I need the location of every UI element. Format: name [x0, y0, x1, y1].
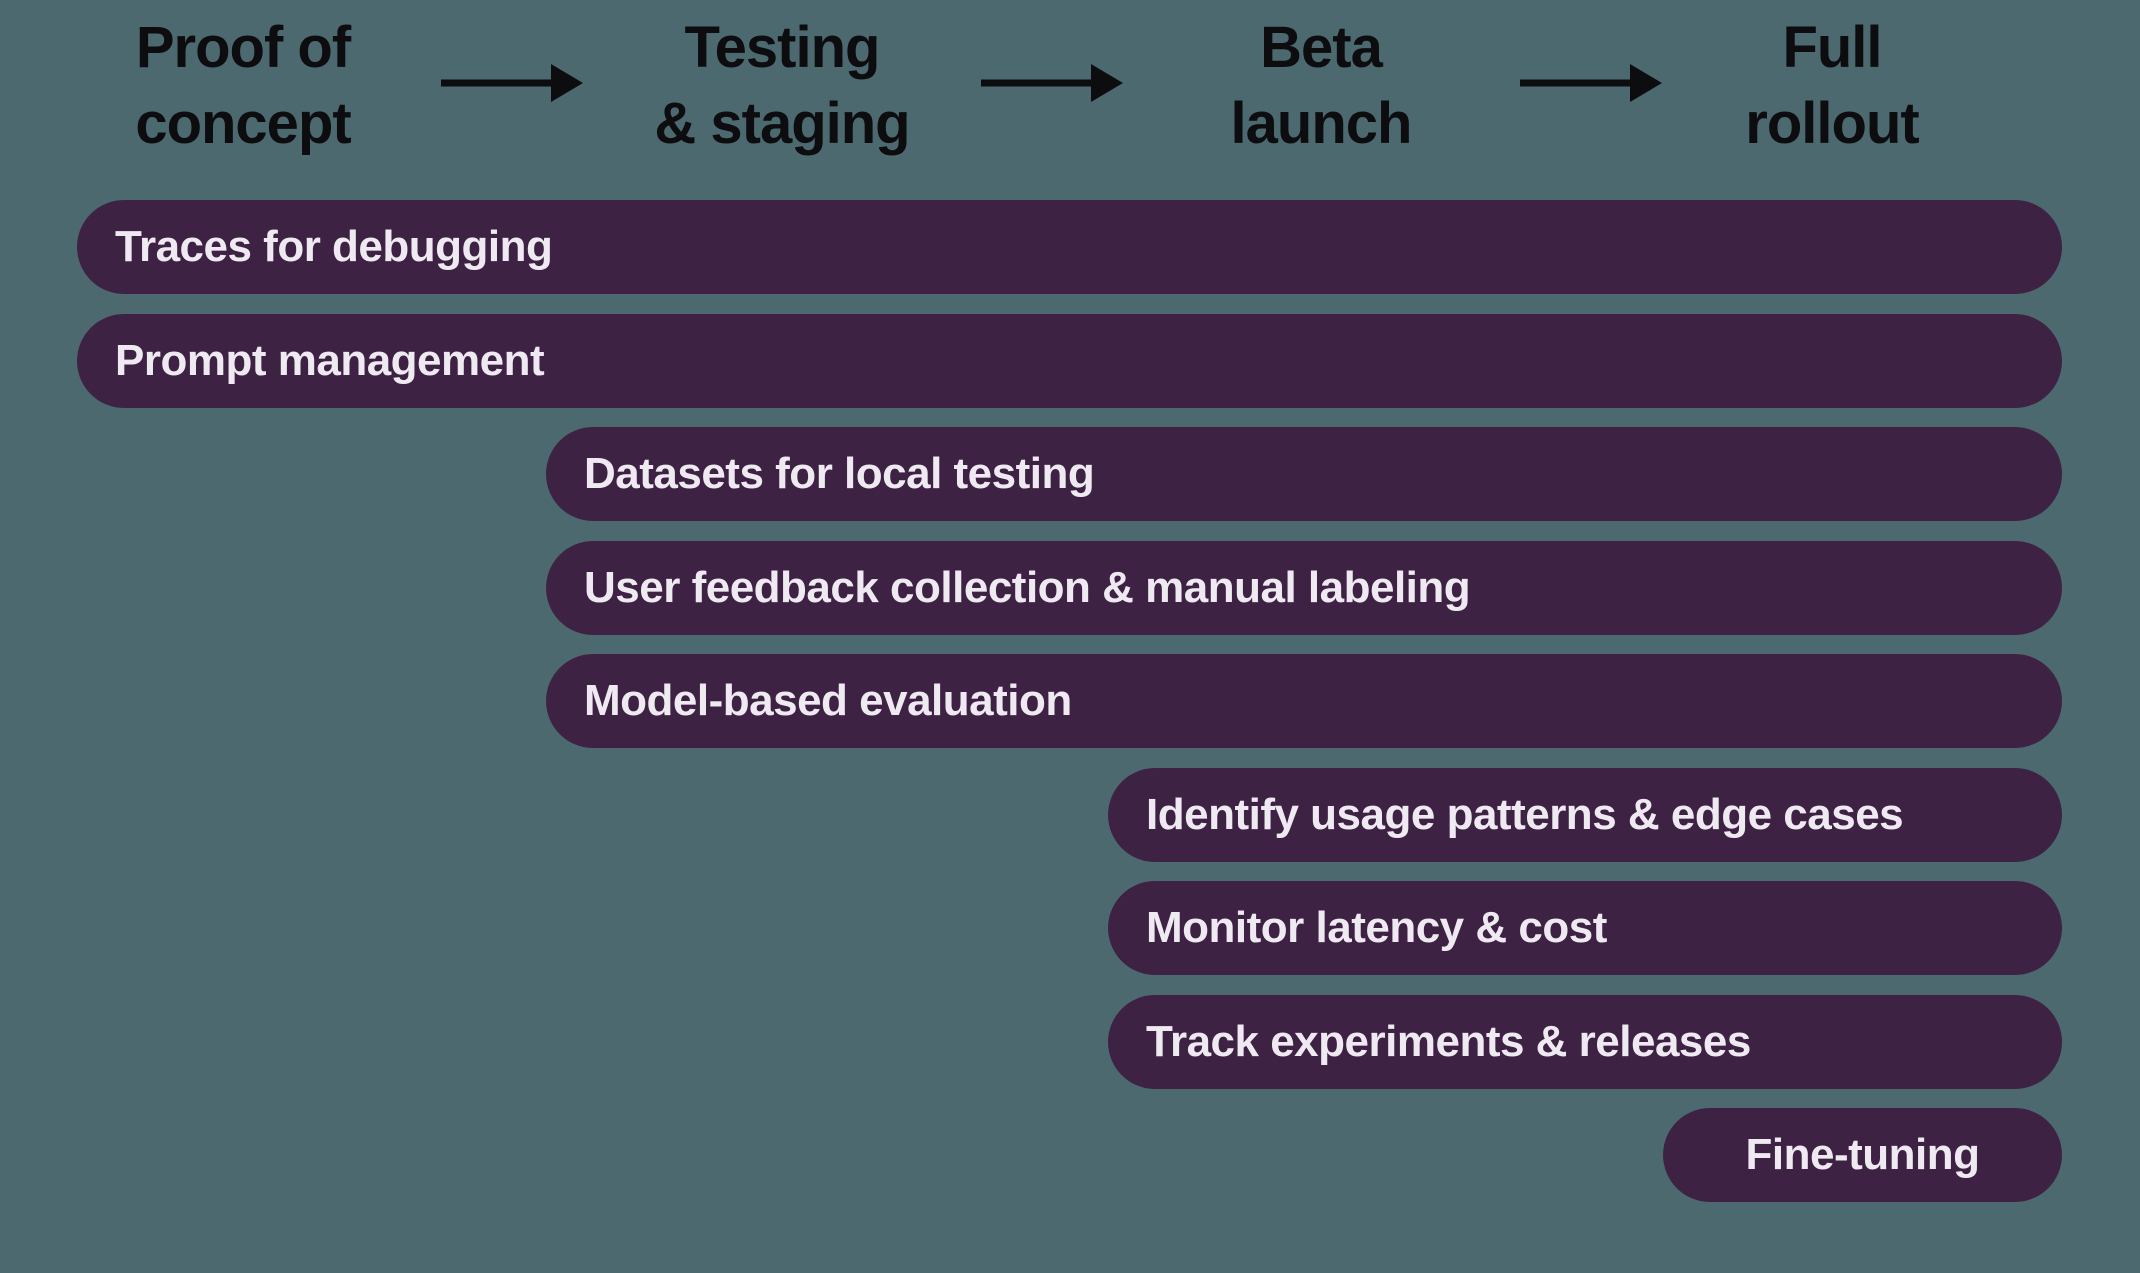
phase-label-line: Full [1782, 15, 1882, 80]
phase-label-line: launch [1230, 91, 1413, 156]
phase-label-line: concept [135, 91, 351, 156]
bar-label: Traces for debugging [115, 222, 553, 271]
bar-track-experiments-releases: Track experiments & releases [1108, 995, 2062, 1089]
phase-header-testing-staging: Testing & staging [654, 10, 910, 162]
arrow-right-icon [1520, 64, 1662, 102]
bar-label: Fine-tuning [1745, 1130, 1981, 1179]
arrow-right-icon [441, 64, 583, 102]
bar-prompt-management: Prompt management [77, 314, 2062, 408]
bar-label: Monitor latency & cost [1146, 903, 1607, 952]
phase-label-line: Beta [1260, 15, 1383, 80]
bar-user-feedback-collection-manual-labeling: User feedback collection & manual labeli… [546, 541, 2062, 635]
bar-traces-for-debugging: Traces for debugging [77, 200, 2062, 294]
bar-fine-tuning: Fine-tuning [1663, 1108, 2062, 1202]
bar-label: Track experiments & releases [1146, 1017, 1751, 1066]
phase-header-beta-launch: Beta launch [1230, 10, 1413, 162]
bar-label: User feedback collection & manual labeli… [584, 563, 1471, 612]
bar-monitor-latency-cost: Monitor latency & cost [1108, 881, 2062, 975]
arrow-right-icon [981, 64, 1123, 102]
phase-header-proof-of-concept: Proof of concept [135, 10, 351, 162]
phase-label-line: & staging [654, 91, 910, 156]
bar-model-based-evaluation: Model-based evaluation [546, 654, 2062, 748]
phase-label-line: Testing [684, 15, 881, 80]
bar-label: Datasets for local testing [584, 449, 1095, 498]
bar-datasets-for-local-testing: Datasets for local testing [546, 427, 2062, 521]
phase-label-line: Proof of [135, 15, 351, 80]
bar-label: Prompt management [115, 336, 545, 385]
phase-header-full-rollout: Full rollout [1745, 10, 1919, 162]
bar-label: Identify usage patterns & edge cases [1146, 790, 1904, 839]
bar-label: Model-based evaluation [584, 676, 1072, 725]
bar-identify-usage-patterns-edge-cases: Identify usage patterns & edge cases [1108, 768, 2062, 862]
phase-label-line: rollout [1745, 91, 1919, 156]
